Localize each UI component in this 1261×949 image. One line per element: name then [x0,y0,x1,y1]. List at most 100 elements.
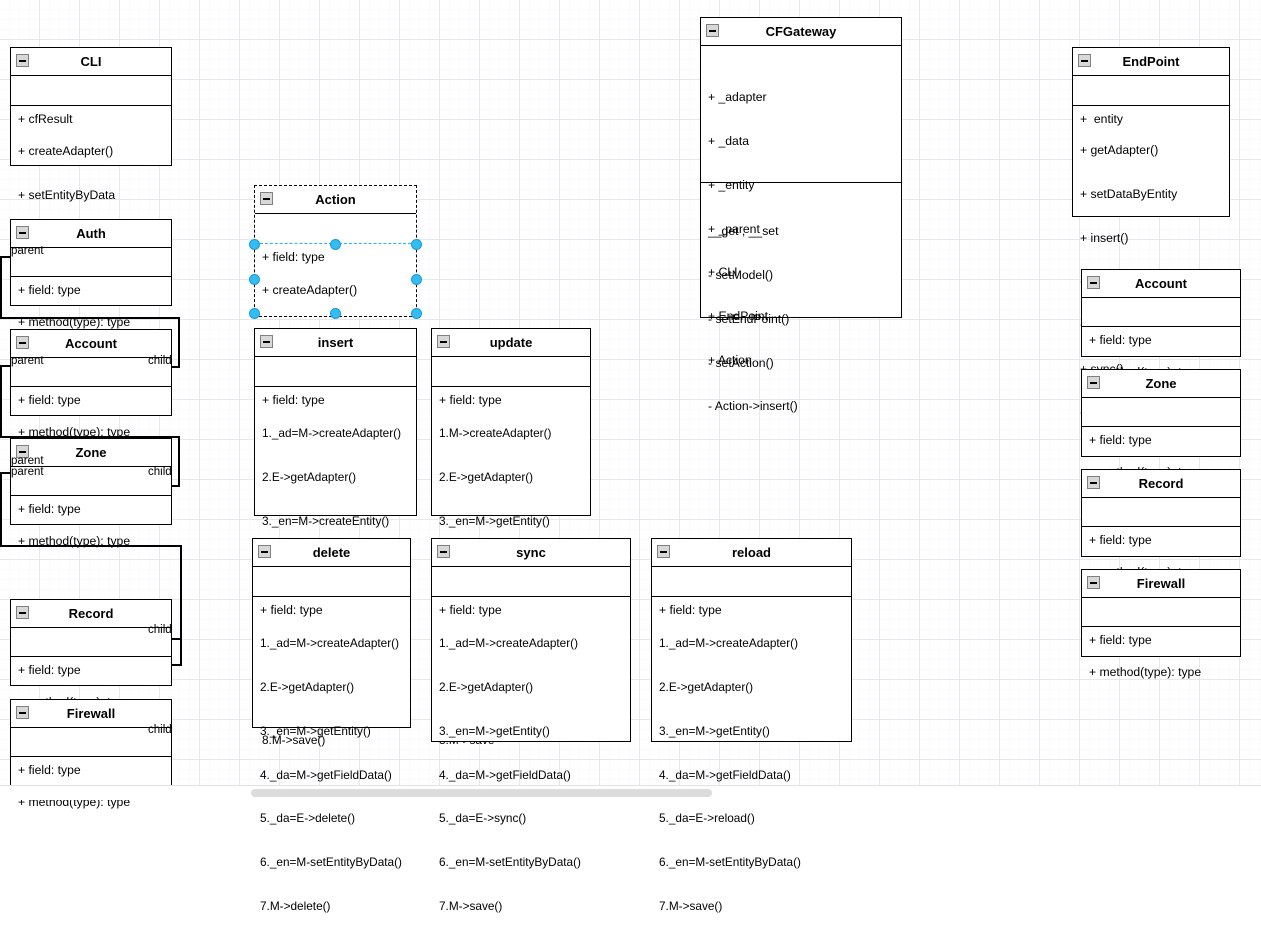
class-operations-firewall-left: + method(type): type [11,757,171,845]
collapse-minus-icon[interactable] [1087,576,1100,589]
operation-line: + getAdapter() [1080,143,1159,158]
edge-label-account-child: child [148,355,172,367]
class-box-action[interactable]: Action + field: type + createAdapter() +… [254,185,417,385]
attribute-line: + CLI [708,265,738,280]
attribute-line: + field: type [439,393,502,408]
resize-handle-top-center[interactable] [330,239,341,250]
collapse-minus-icon[interactable] [437,545,450,558]
operation-line: 2.E->getAdapter() [260,679,355,694]
class-attributes-record-right: + field: type [1082,498,1240,547]
collapse-minus-icon[interactable] [1087,376,1100,389]
class-attributes-cli: + cfResult [11,76,171,126]
connector-zone-parent-bottom [0,545,182,547]
diagram-canvas[interactable]: CLI + cfResult + createAdapter() + setEn… [0,0,1261,913]
operation-line: + createAdapter() [262,283,358,298]
class-title-action: Action [255,186,416,214]
class-title-endpoint: EndPoint [1073,48,1229,76]
operation-line: 6._en=M-setEntityByData() [659,855,801,870]
class-box-reload[interactable]: reload + field: type 1._ad=M->createAdap… [651,538,852,913]
class-title-account-left: Account [11,330,171,358]
collapse-minus-icon[interactable] [1087,476,1100,489]
class-attributes-account-right: + field: type [1082,298,1240,347]
collapse-minus-icon[interactable] [657,545,670,558]
edge-label-zone-child: child [148,466,172,478]
class-box-zone-right[interactable]: Zone + field: type + method(type): type [1081,369,1241,479]
class-title-auth: Auth [11,220,171,248]
operation-line: 3._en=M->getEntity() [659,723,770,738]
collapse-minus-icon[interactable] [1078,54,1091,67]
collapse-minus-icon[interactable] [16,445,29,458]
class-attributes-account-left: + field: type [11,358,171,407]
connector-zone-child [178,436,180,486]
resize-handle-top-left[interactable] [249,239,260,250]
attribute-line: + field: type [439,603,502,618]
attribute-line: + entity [1080,112,1124,127]
class-title-update: update [432,329,590,357]
collapse-minus-icon[interactable] [1087,276,1100,289]
collapse-minus-icon[interactable] [706,24,719,37]
class-box-account-left[interactable]: Account + field: type + method(type): ty… [10,329,172,439]
operation-line: 4._da=M->getFieldData() [659,767,791,782]
collapse-minus-icon[interactable] [16,336,29,349]
class-name-label: Record [68,606,114,621]
class-box-account-right[interactable]: Account + field: type + method(type): ty… [1081,269,1241,379]
class-name-label: CLI [80,54,102,69]
attribute-line: + _data [708,133,750,148]
class-box-cli[interactable]: CLI + cfResult + createAdapter() + setEn… [10,47,172,246]
collapse-minus-icon[interactable] [260,335,273,348]
class-box-endpoint[interactable]: EndPoint + entity + getAdapter() + setDa… [1072,47,1230,420]
class-name-label: CFGateway [765,24,837,39]
class-title-record-left: Record [11,600,171,628]
horizontal-scrollbar[interactable] [0,785,1261,800]
operation-line: + method(type): type [1089,665,1202,680]
class-box-firewall-right[interactable]: Firewall + field: type + method(type): t… [1081,569,1241,679]
class-box-zone-left[interactable]: Zone + field: type + method(type): type [10,438,172,548]
class-box-update[interactable]: update + field: type 1.M->createAdapter(… [431,328,591,747]
operation-line: 1._ad=M->createAdapter() [659,636,799,651]
connector-account-parent-top [0,365,16,367]
class-title-firewall-left: Firewall [11,700,171,728]
operation-line: 6._en=M-setEntityByData() [260,855,402,870]
collapse-minus-icon[interactable] [16,606,29,619]
class-box-sync[interactable]: sync + field: type 1._ad=M->createAdapte… [431,538,631,913]
collapse-minus-icon[interactable] [16,706,29,719]
class-attributes-endpoint: + entity [1073,76,1229,126]
resize-handle-bottom-center[interactable] [330,308,341,319]
operation-line: __get , __set [708,224,779,239]
resize-handle-top-right[interactable] [411,239,422,250]
class-name-label: Account [65,336,117,351]
resize-handle-bottom-left[interactable] [249,308,260,319]
class-attributes-auth: + field: type [11,248,171,297]
class-box-cfgateway[interactable]: CFGateway + _adapter + _data + _entity +… [700,17,902,413]
class-box-delete[interactable]: delete + field: type 1._ad=M->createAdap… [252,538,411,913]
resize-handle-middle-left[interactable] [249,274,260,285]
operation-line: 2.E->getAdapter() [439,469,534,484]
class-box-firewall-left[interactable]: Firewall + field: type + method(type): t… [10,699,172,809]
operation-line: 3._en=M->getEntity() [439,723,550,738]
class-name-label: Firewall [66,706,116,721]
class-operations-firewall-right: + method(type): type [1082,627,1240,715]
class-box-record-left[interactable]: Record + field: type + method(type): typ… [10,599,172,709]
class-name-label: EndPoint [1122,54,1180,69]
collapse-minus-icon[interactable] [16,54,29,67]
collapse-minus-icon[interactable] [16,226,29,239]
attribute-line: + field: type [18,763,81,778]
class-box-insert[interactable]: insert + field: type 1._ad=M->createAdap… [254,328,417,747]
class-attributes-update: + field: type [432,357,590,407]
scrollbar-thumb[interactable] [251,789,712,797]
attribute-line: + _entity [708,177,755,192]
resize-handle-bottom-right[interactable] [411,308,422,319]
connector-zone-parent-top [0,472,16,474]
class-name-label: delete [312,545,351,560]
connector-account-child [178,317,180,367]
collapse-minus-icon[interactable] [258,545,271,558]
collapse-minus-icon[interactable] [437,335,450,348]
collapse-minus-icon[interactable] [260,192,273,205]
resize-handle-middle-right[interactable] [411,274,422,285]
connector-account-parent [0,365,2,437]
connector-auth-parent [0,256,2,318]
class-attributes-sync: + field: type [432,567,630,617]
class-box-record-right[interactable]: Record + field: type + method(type): typ… [1081,469,1241,579]
class-box-auth[interactable]: Auth + field: type + method(type): type [10,219,172,329]
operation-line: + insert() [1080,230,1129,245]
